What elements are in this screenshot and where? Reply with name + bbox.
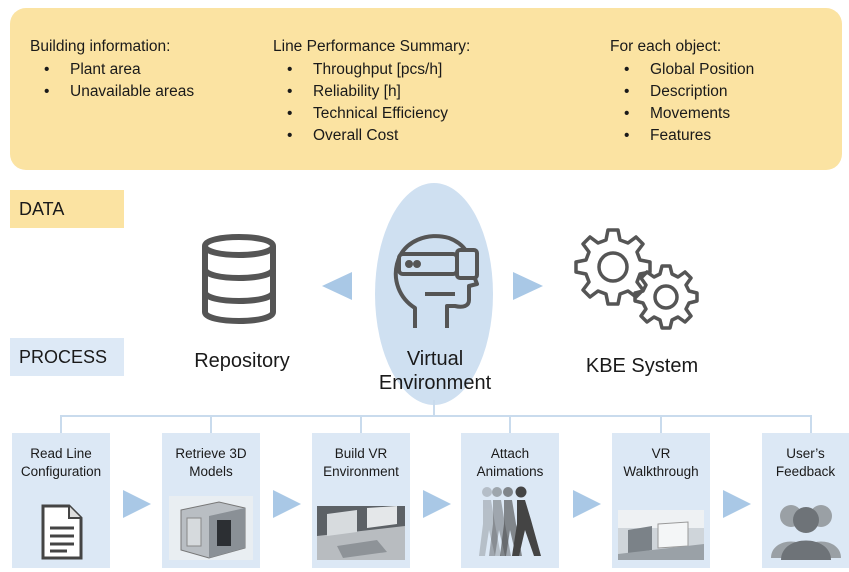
step-label: Read Line Configuration: [12, 445, 110, 481]
step-label-line: Animations: [476, 464, 544, 479]
step-label-line: VR: [651, 446, 671, 461]
step-label-line: Walkthrough: [623, 464, 699, 479]
users-icon: [762, 498, 849, 560]
step-label-line: User’s: [786, 446, 825, 461]
line-performance-heading: Line Performance Summary:: [273, 38, 471, 55]
step-arrow: [273, 490, 301, 518]
line-performance-item: Overall Cost: [273, 125, 470, 147]
step-label-line: Models: [189, 464, 233, 479]
branch-connector: [509, 415, 511, 433]
vr-environment-thumbnail: [312, 506, 410, 560]
step-label: Attach Animations: [461, 445, 559, 481]
document-icon: [12, 504, 110, 560]
step-label: Build VR Environment: [312, 445, 410, 481]
step-vr-walkthrough: VR Walkthrough: [612, 433, 710, 568]
arrow-to-repository: [322, 272, 352, 300]
branch-connector: [433, 400, 435, 416]
step-build-vr-environment: Build VR Environment: [312, 433, 410, 568]
building-info-block: Building information: Plant area Unavail…: [30, 36, 194, 103]
branch-connector: [60, 415, 62, 433]
step-label-line: Feedback: [775, 464, 836, 479]
step-label-line: Configuration: [20, 464, 102, 479]
database-icon: [199, 232, 279, 326]
vr-walkthrough-thumbnail: [612, 510, 710, 560]
step-label-line: Retrieve 3D: [175, 446, 247, 461]
building-info-item: Plant area: [30, 59, 194, 81]
branch-connector: [360, 415, 362, 433]
gears-icon: [572, 226, 704, 336]
repository-label: Repository: [194, 350, 290, 372]
arrow-to-kbe-system: [513, 272, 543, 300]
object-info-item: Description: [610, 81, 754, 103]
vr-headset-head-icon: [385, 228, 485, 332]
virtual-environment-label-line: Environment: [378, 372, 492, 394]
data-tag: DATA: [10, 190, 124, 228]
step-arrow: [123, 490, 151, 518]
building-info-item: Unavailable areas: [30, 81, 194, 103]
step-label-line: Environment: [323, 464, 399, 479]
branch-connector: [210, 415, 212, 433]
object-info-item: Global Position: [610, 59, 754, 81]
branch-connector: [810, 415, 812, 433]
step-label-line: Attach: [490, 446, 530, 461]
3d-model-thumbnail: [162, 496, 260, 560]
data-panel: Building information: Plant area Unavail…: [10, 8, 842, 170]
step-label-line: Read Line: [30, 446, 92, 461]
walking-person-icon: [461, 484, 559, 560]
step-retrieve-3d-models: Retrieve 3D Models: [162, 433, 260, 568]
step-label: VR Walkthrough: [612, 445, 710, 481]
step-users-feedback: User’s Feedback: [762, 433, 849, 568]
virtual-environment-label-line: Virtual: [406, 348, 464, 370]
step-arrow: [573, 490, 601, 518]
line-performance-item: Reliability [h]: [273, 81, 470, 103]
line-performance-item: Throughput [pcs/h]: [273, 59, 470, 81]
step-read-line-configuration: Read Line Configuration: [12, 433, 110, 568]
step-attach-animations: Attach Animations: [461, 433, 559, 568]
object-info-heading: For each object:: [610, 38, 722, 55]
object-info-item: Features: [610, 125, 754, 147]
virtual-environment-label: Virtual Environment: [355, 347, 515, 395]
step-label: User’s Feedback: [762, 445, 849, 481]
line-performance-item: Technical Efficiency: [273, 103, 470, 125]
branch-connector: [60, 415, 810, 417]
line-performance-block: Line Performance Summary: Throughput [pc…: [273, 36, 470, 147]
step-arrow: [423, 490, 451, 518]
building-info-heading: Building information:: [30, 38, 171, 55]
step-arrow: [723, 490, 751, 518]
step-label-line: Build VR: [334, 446, 388, 461]
branch-connector: [660, 415, 662, 433]
object-info-item: Movements: [610, 103, 754, 125]
step-label: Retrieve 3D Models: [162, 445, 260, 481]
object-info-block: For each object: Global Position Descrip…: [610, 36, 754, 147]
process-tag: PROCESS: [10, 338, 124, 376]
kbe-system-label: KBE System: [585, 355, 699, 377]
